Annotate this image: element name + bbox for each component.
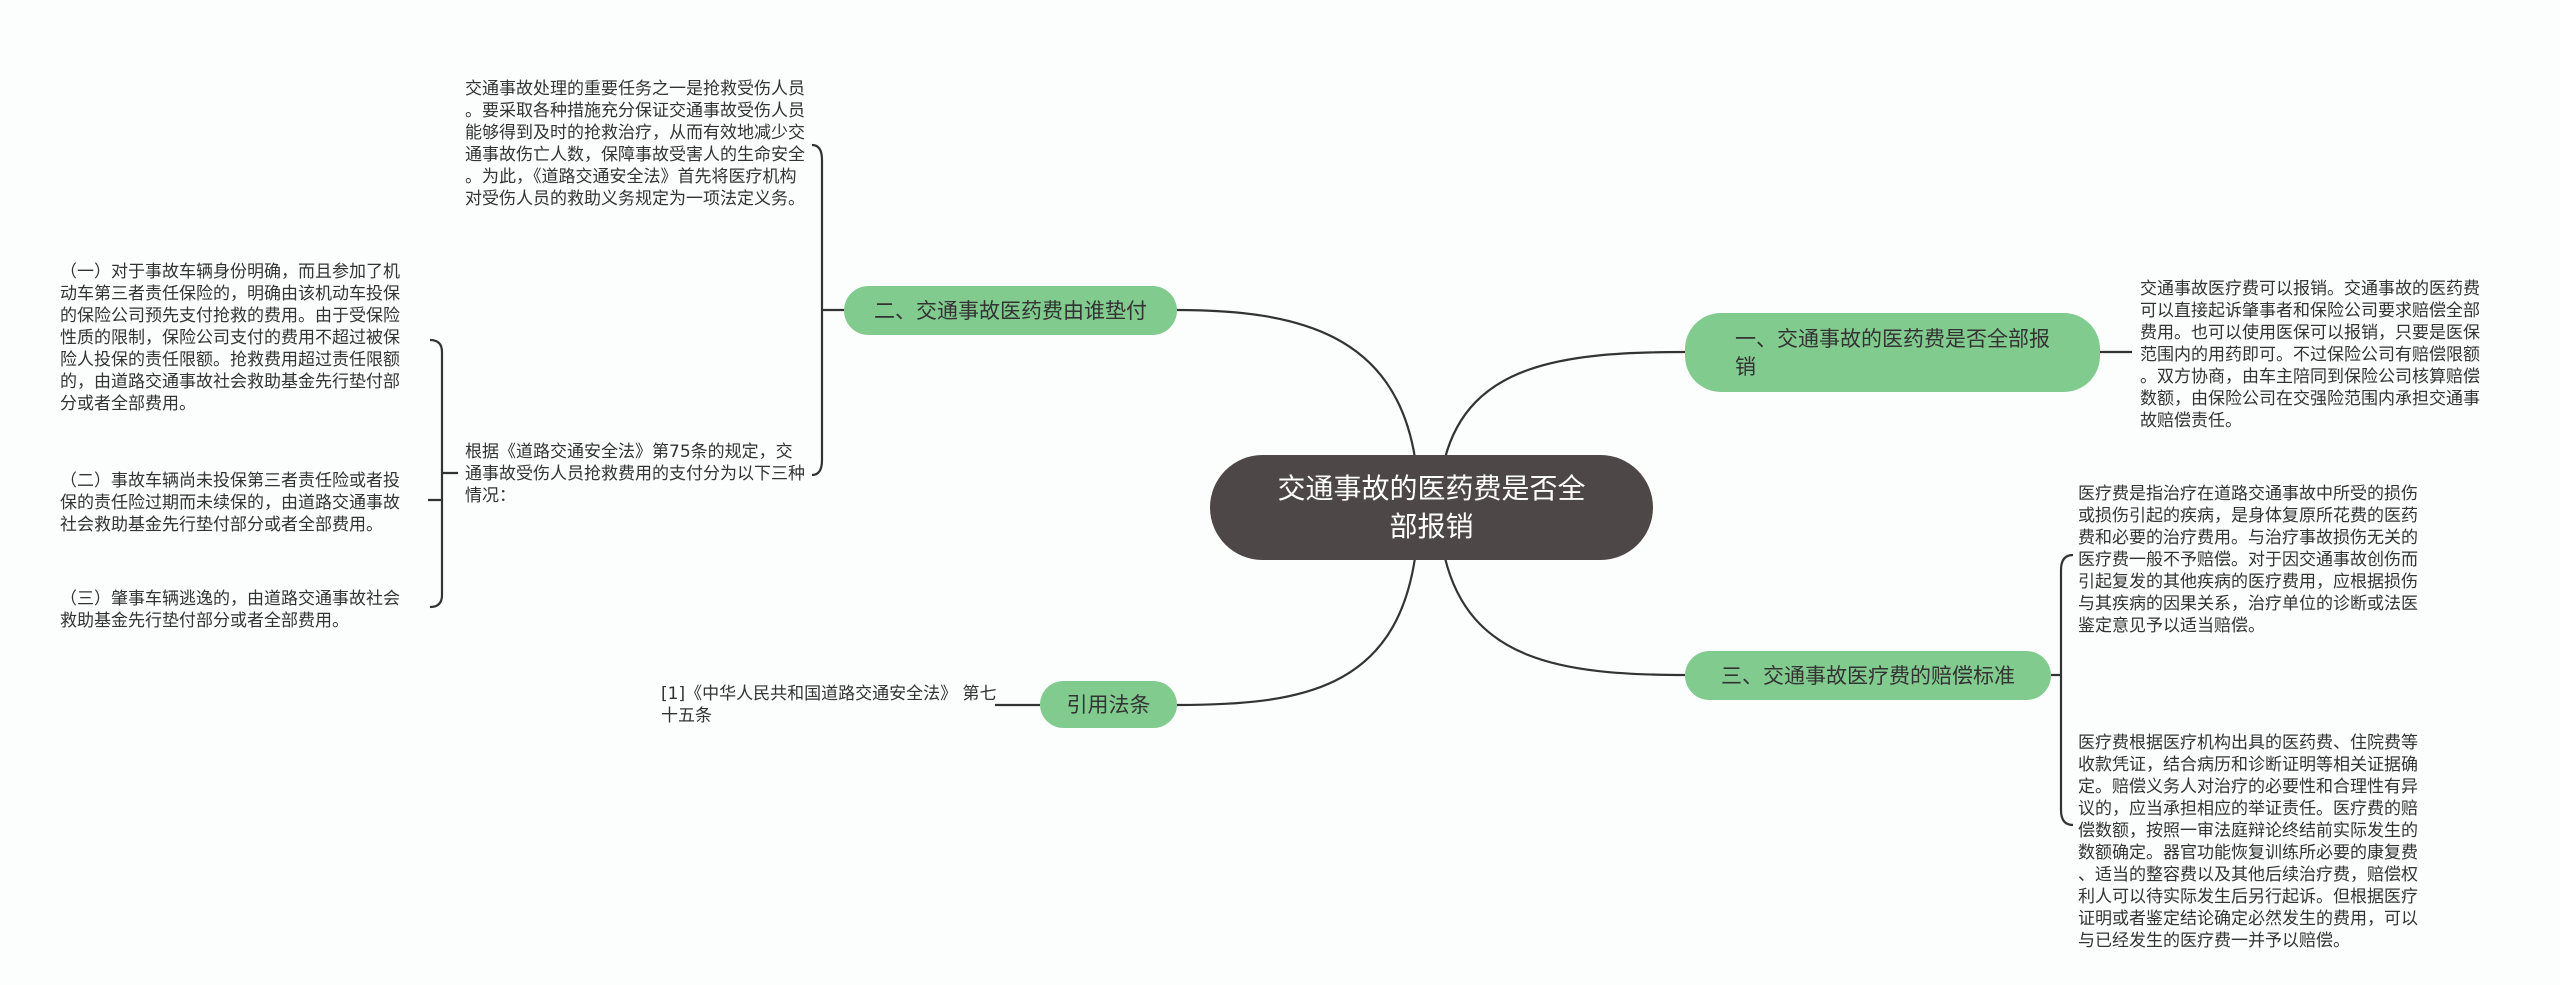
link-center-who-pays: [1176, 308, 1417, 459]
link-center-reimburse: [1443, 350, 1686, 459]
standard-detail-1-text: 医疗费是指治疗在道路交通事故中所受的损伤 或损伤引起的疾病，是身体复原所花费的医…: [2078, 484, 2418, 636]
bracket-standard: [2051, 553, 2074, 827]
link-center-standard: [1443, 557, 1686, 677]
reimburse-detail-text: 交通事故医疗费可以报销。交通事故的医药费 可以直接起诉肇事者和保险公司要求赔偿全…: [2140, 279, 2480, 431]
node-law[interactable]: 引用法条: [1040, 681, 1177, 728]
link-center-law: [1176, 557, 1417, 707]
who-pays-intro-text: 交通事故处理的重要任务之一是抢救受伤人员 。要采取各种措施充分保证交通事故受伤人…: [465, 79, 805, 209]
node-reimburse[interactable]: 一、交通事故的医药费是否全部报 销: [1685, 313, 2100, 392]
node-who-pays[interactable]: 二、交通事故医药费由谁垫付: [844, 286, 1177, 335]
node-standard[interactable]: 三、交通事故医疗费的赔偿标准: [1685, 651, 2051, 700]
central-topic[interactable]: 交通事故的医药费是否全 部报销: [1210, 455, 1653, 560]
standard-detail-2-text: 医疗费根据医疗机构出具的医药费、住院费等 收款凭证，结合病历和诊断证明等相关证据…: [2078, 733, 2418, 951]
who-pays-rule-text: 根据《道路交通安全法》第75条的规定，交 通事故受伤人员抢救费用的支付分为以下三…: [465, 442, 805, 506]
bracket-who-pays: [811, 143, 844, 477]
case-2-text: （二）事故车辆尚未投保第三者责任险或者投 保的责任险过期而未续保的，由道路交通事…: [60, 471, 400, 535]
law-citation-text: [1]《中华人民共和国道路交通安全法》 第七 十五条: [661, 684, 997, 726]
bracket-cases: [428, 338, 458, 609]
case-3-text: （三）肇事车辆逃逸的，由道路交通事故社会 救助基金先行垫付部分或者全部费用。: [60, 589, 400, 631]
case-1-text: （一）对于事故车辆身份明确，而且参加了机 动车第三者责任保险的，明确由该机动车投…: [60, 262, 400, 414]
